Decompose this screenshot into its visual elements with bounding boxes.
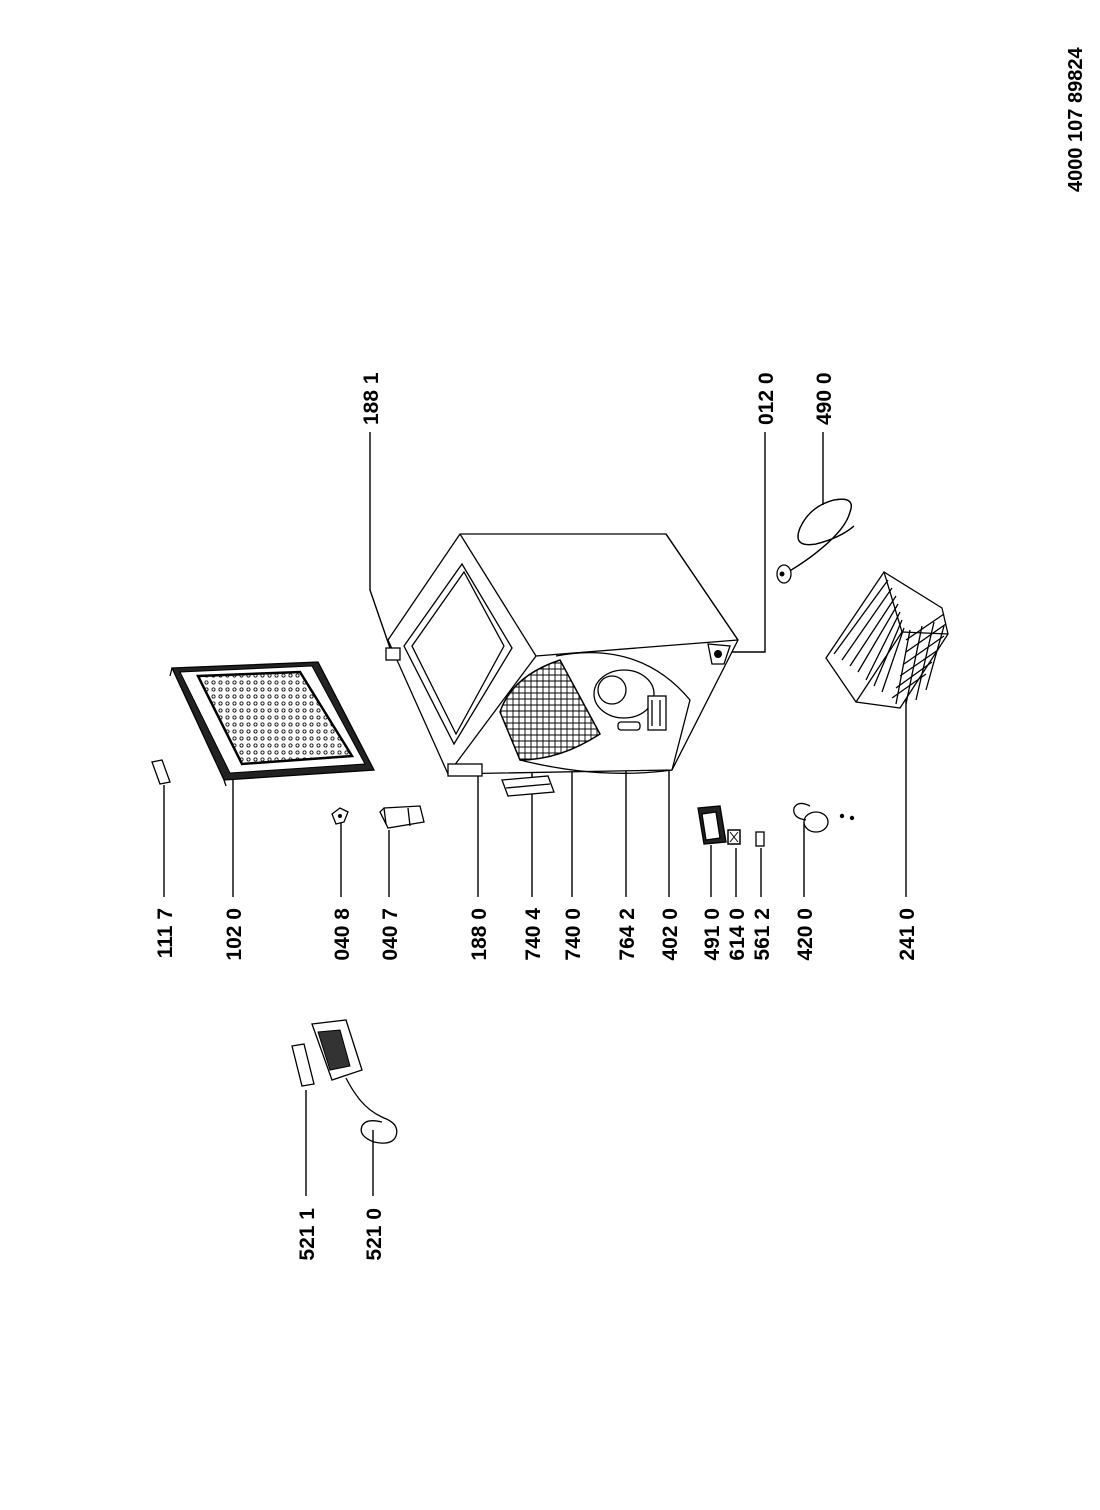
label-420-0: 420 0 (794, 908, 817, 961)
label-521-1: 521 1 (296, 1208, 319, 1261)
label-740-0: 740 0 (562, 908, 585, 961)
lid-part (169, 661, 376, 787)
label-241-0: 241 0 (896, 908, 919, 961)
leader-012-0 (730, 432, 766, 653)
label-040-7: 040 7 (379, 908, 402, 961)
capacitor-part (793, 802, 855, 833)
relay-part (727, 829, 741, 845)
hinge-bracket-part (379, 805, 425, 829)
document-code: 4000 107 89824 (1065, 47, 1087, 192)
leader-188-1 (369, 432, 391, 649)
wire-basket-part (825, 571, 949, 709)
hinge-small-part (331, 807, 349, 825)
label-561-2: 561 2 (751, 908, 774, 961)
plate-part (151, 759, 171, 785)
freezer-cabinet (385, 533, 739, 777)
label-188-0: 188 0 (468, 908, 491, 961)
lamp-box-part (291, 1019, 398, 1144)
handle-part (501, 775, 555, 797)
label-402-0: 402 0 (659, 908, 682, 961)
label-521-0: 521 0 (363, 1208, 386, 1261)
label-614-0: 614 0 (726, 908, 749, 961)
label-740-4: 740 4 (522, 908, 545, 961)
label-491-0: 491 0 (701, 908, 724, 961)
label-490-0: 490 0 (813, 372, 836, 425)
label-764-2: 764 2 (616, 908, 639, 961)
label-040-8: 040 8 (331, 908, 354, 961)
label-188-1: 188 1 (360, 372, 383, 425)
label-111-7: 111 7 (154, 908, 177, 958)
thermostat-part (697, 805, 727, 845)
label-012-0: 012 0 (755, 372, 778, 425)
clip-part (755, 831, 765, 847)
part-labels: 111 7 102 0 040 8 040 7 188 0 740 4 740 … (154, 372, 919, 1260)
power-cord-part (776, 498, 855, 584)
label-102-0: 102 0 (223, 908, 246, 961)
